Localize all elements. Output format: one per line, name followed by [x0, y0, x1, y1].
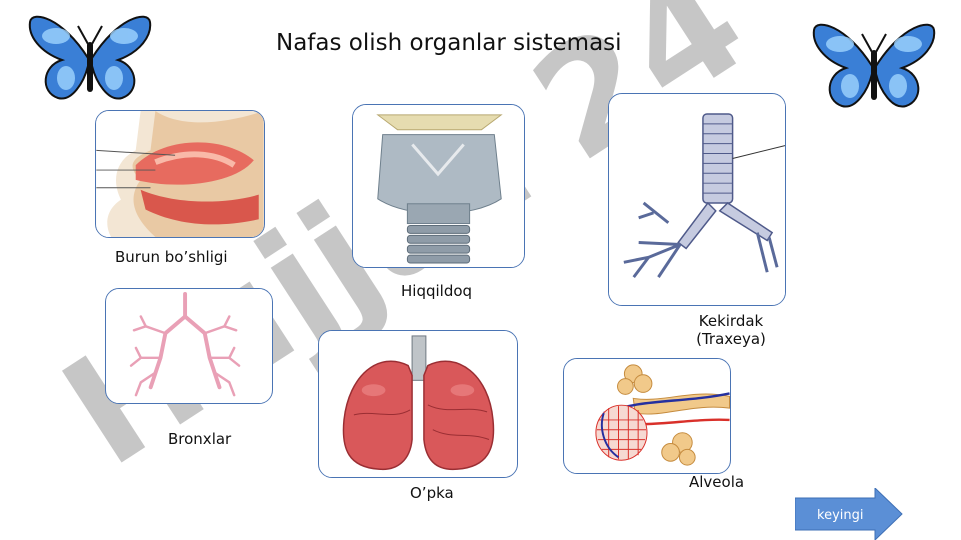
butterfly-icon	[812, 23, 936, 108]
nose-label: Burun bo’shligi	[115, 248, 228, 266]
bronchi-illustration	[106, 289, 272, 403]
page-title: Nafas olish organlar sistemasi	[276, 30, 622, 56]
nose-cavity-image	[95, 110, 265, 238]
trachea-label-line1: Kekirdak	[698, 312, 764, 330]
larynx-image	[352, 104, 525, 268]
bronchi-image	[105, 288, 273, 404]
trachea-label: Kekirdak (Traxeya)	[690, 312, 772, 348]
lungs-image	[318, 330, 518, 478]
butterfly-icon	[28, 15, 152, 100]
alveoli-illustration	[564, 359, 730, 473]
next-button-label: keyingi	[817, 508, 864, 523]
lungs-label: O’pka	[410, 484, 454, 502]
nose-cavity-illustration	[96, 111, 264, 237]
larynx-illustration	[353, 105, 524, 267]
larynx-label: Hiqqildoq	[401, 282, 473, 300]
alveoli-label: Alveola	[689, 473, 745, 491]
alveoli-image	[563, 358, 731, 474]
arrow-right-icon	[795, 488, 903, 540]
trachea-illustration	[609, 94, 785, 305]
trachea-label-line2: (Traxeya)	[696, 330, 766, 348]
bronchi-label: Bronxlar	[168, 430, 232, 448]
next-button[interactable]: keyingi	[795, 488, 903, 540]
lungs-illustration	[319, 331, 517, 477]
trachea-image	[608, 93, 786, 306]
